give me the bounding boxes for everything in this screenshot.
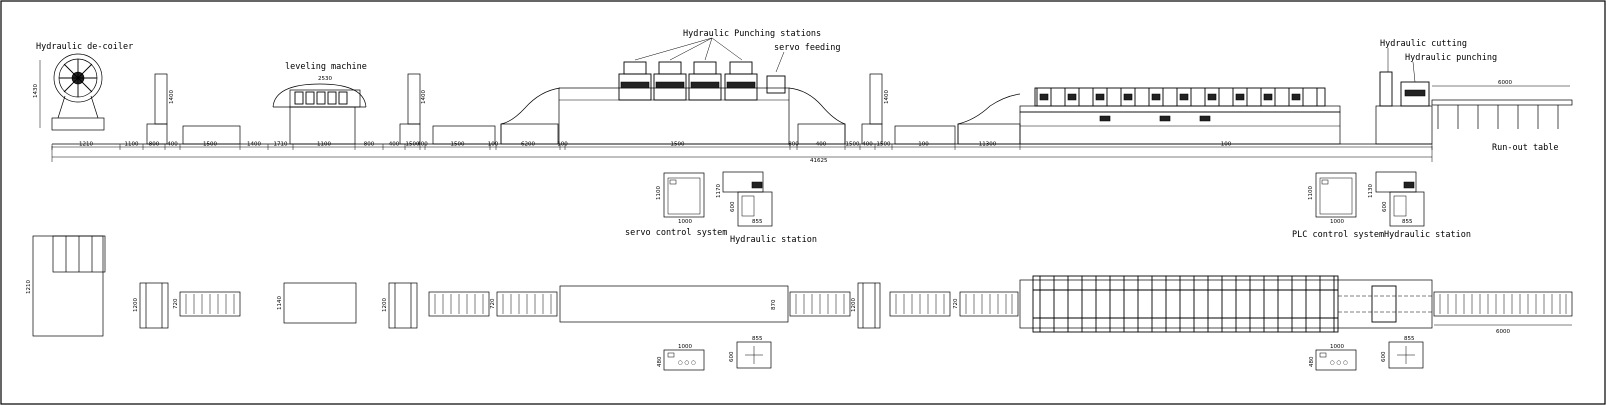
dim-segment-label: 800 [364,142,375,148]
runout-table-elevation: 6000 Run-out table [1431,80,1573,153]
hyd2-w-dim: 855 [1402,219,1413,225]
plan-servo-h-dim: 480 [657,356,663,367]
dim-segment-label: 1100 [317,142,331,148]
runout-table-label: Run-out table [1492,143,1559,153]
plan-plc-h-dim: 480 [1309,356,1315,367]
dim-segment-label: 400 [417,142,428,148]
plan-hyd2-h-dim: 600 [1381,351,1387,362]
plc-control-cabinet: 1100 1000 PLC control system [1292,172,1384,240]
plan-w3-dim: 1140 [277,296,283,310]
plc-control-label: PLC control system [1292,230,1384,240]
hyd2-h-a-dim: 1130 [1368,184,1374,198]
plan-servo-w-dim: 1000 [678,344,692,350]
dim-segment-label: 100 [557,142,568,148]
runout-table-plan: 6000 [1433,291,1573,335]
decoiler-height-dim: 1430 [33,84,39,98]
decoiler-plan: 1210 [26,235,106,337]
plan-w6-dim: 870 [771,299,777,310]
dim-segment-label: 6200 [521,142,535,148]
dim-segment-label: 1100 [125,142,139,148]
plan-hyd2-w-dim: 855 [1404,336,1415,342]
dim-segment-label: 800 [788,142,799,148]
punching-stations-elevation: Hydraulic Punching stations servo feedin… [558,29,841,145]
stand-3-height-dim: 1400 [884,90,890,104]
hydraulic-station-2-label: Hydraulic station [1384,230,1471,240]
plan-plc-w-dim: 1000 [1330,344,1344,350]
forming-machine-plan [1019,275,1433,333]
dim-segment-label: 1210 [79,142,93,148]
hydraulic-station-2-plan: 855 600 [1381,336,1424,369]
dim-segment-label: 1500 [451,142,465,148]
servo-control-label: servo control system [625,228,727,238]
plan-runout-dim: 6000 [1496,329,1510,335]
hyd1-h-b-dim: 600 [730,201,736,212]
servo-control-cabinet: 1100 1000 servo control system [625,172,727,238]
dim-segment-label: 1500 [671,142,685,148]
servo-cabinet-h-dim: 1100 [656,186,662,200]
decoiler-label: Hydraulic de-coiler [36,42,133,52]
dim-segment-label: 400 [816,142,827,148]
plc-cabinet-w-dim: 1000 [1330,219,1344,225]
hyd1-h-a-dim: 1170 [716,184,722,198]
plan-w7-dim: 1200 [851,298,857,312]
dim-segment-label: 400 [862,142,873,148]
dim-segment-label: 100 [918,142,929,148]
hyd2-h-b-dim: 600 [1382,201,1388,212]
dim-segment-label: 400 [167,142,178,148]
dim-segment-label: 1500 [846,142,860,148]
servo-feeding-label: servo feeding [774,43,841,53]
hydraulic-punching-label: Hydraulic punching [1405,53,1497,63]
hydraulic-station-2: 1130 600 855 Hydraulic station [1368,171,1471,240]
svg-text:○ ○ ○: ○ ○ ○ [678,360,696,366]
cutting-punching-elevation: Hydraulic cutting Hydraulic punching [1375,39,1497,145]
dim-segment-label: 100 [488,142,499,148]
dim-segment-label: 100 [1221,142,1232,148]
hydraulic-station-1-label: Hydraulic station [730,235,817,245]
plan-w4-dim: 1200 [382,298,388,312]
servo-cabinet-plan: 1000 ○ ○ ○ 480 [657,344,705,371]
plan-w2-dim: 720 [173,298,179,309]
hydraulic-station-1: 1170 600 855 Hydraulic station [716,171,817,245]
decoiler-elevation: Hydraulic de-coiler 1430 [33,42,133,131]
plan-w1-dim: 1200 [133,298,139,312]
runout-length-dim: 6000 [1498,80,1512,86]
svg-text:○ ○ ○: ○ ○ ○ [1330,360,1348,366]
plan-w5-dim: 720 [490,298,496,309]
servo-cabinet-w-dim: 1000 [678,219,692,225]
leveling-label: leveling machine [285,62,367,72]
hyd1-w-dim: 855 [752,219,763,225]
hydraulic-station-1-plan: 855 600 [729,336,772,369]
control-units: 1100 1000 servo control system 1170 600 … [625,171,1471,245]
dim-segment-label: 11300 [979,142,997,148]
plan-hyd1-w-dim: 855 [752,336,763,342]
plc-cabinet-plan: 1000 ○ ○ ○ 480 [1309,344,1357,371]
hydraulic-cutting-label: Hydraulic cutting [1380,39,1467,49]
stand-2-height-dim: 1400 [421,90,427,104]
plan-hyd1-h-dim: 600 [729,351,735,362]
total-length-dim: 41625 [810,158,828,164]
punching-stations-label: Hydraulic Punching stations [683,29,821,39]
dim-segment-label: 1500 [877,142,891,148]
stand-1-height-dim: 1400 [169,90,175,104]
dim-segment-label: 400 [389,142,400,148]
plan-view: 1210 1200 720 1140 1200 720 870 [26,235,1573,371]
dim-segment-label: 1500 [203,142,217,148]
plan-decoiler-dim: 1210 [26,280,32,294]
elevation-view: Hydraulic de-coiler 1430 1400 leveling m… [33,29,1573,164]
dim-segment-label: 1710 [274,142,288,148]
plan-w8-dim: 720 [953,298,959,309]
leveling-machine-elevation: leveling machine 2530 [272,62,367,145]
dim-segment-label: 800 [149,142,160,148]
plc-cabinet-h-dim: 1100 [1308,186,1314,200]
dim-segment-label: 1400 [247,142,261,148]
dim-segment-label: 1500 [406,142,420,148]
leveling-width-dim: 2530 [318,76,332,82]
